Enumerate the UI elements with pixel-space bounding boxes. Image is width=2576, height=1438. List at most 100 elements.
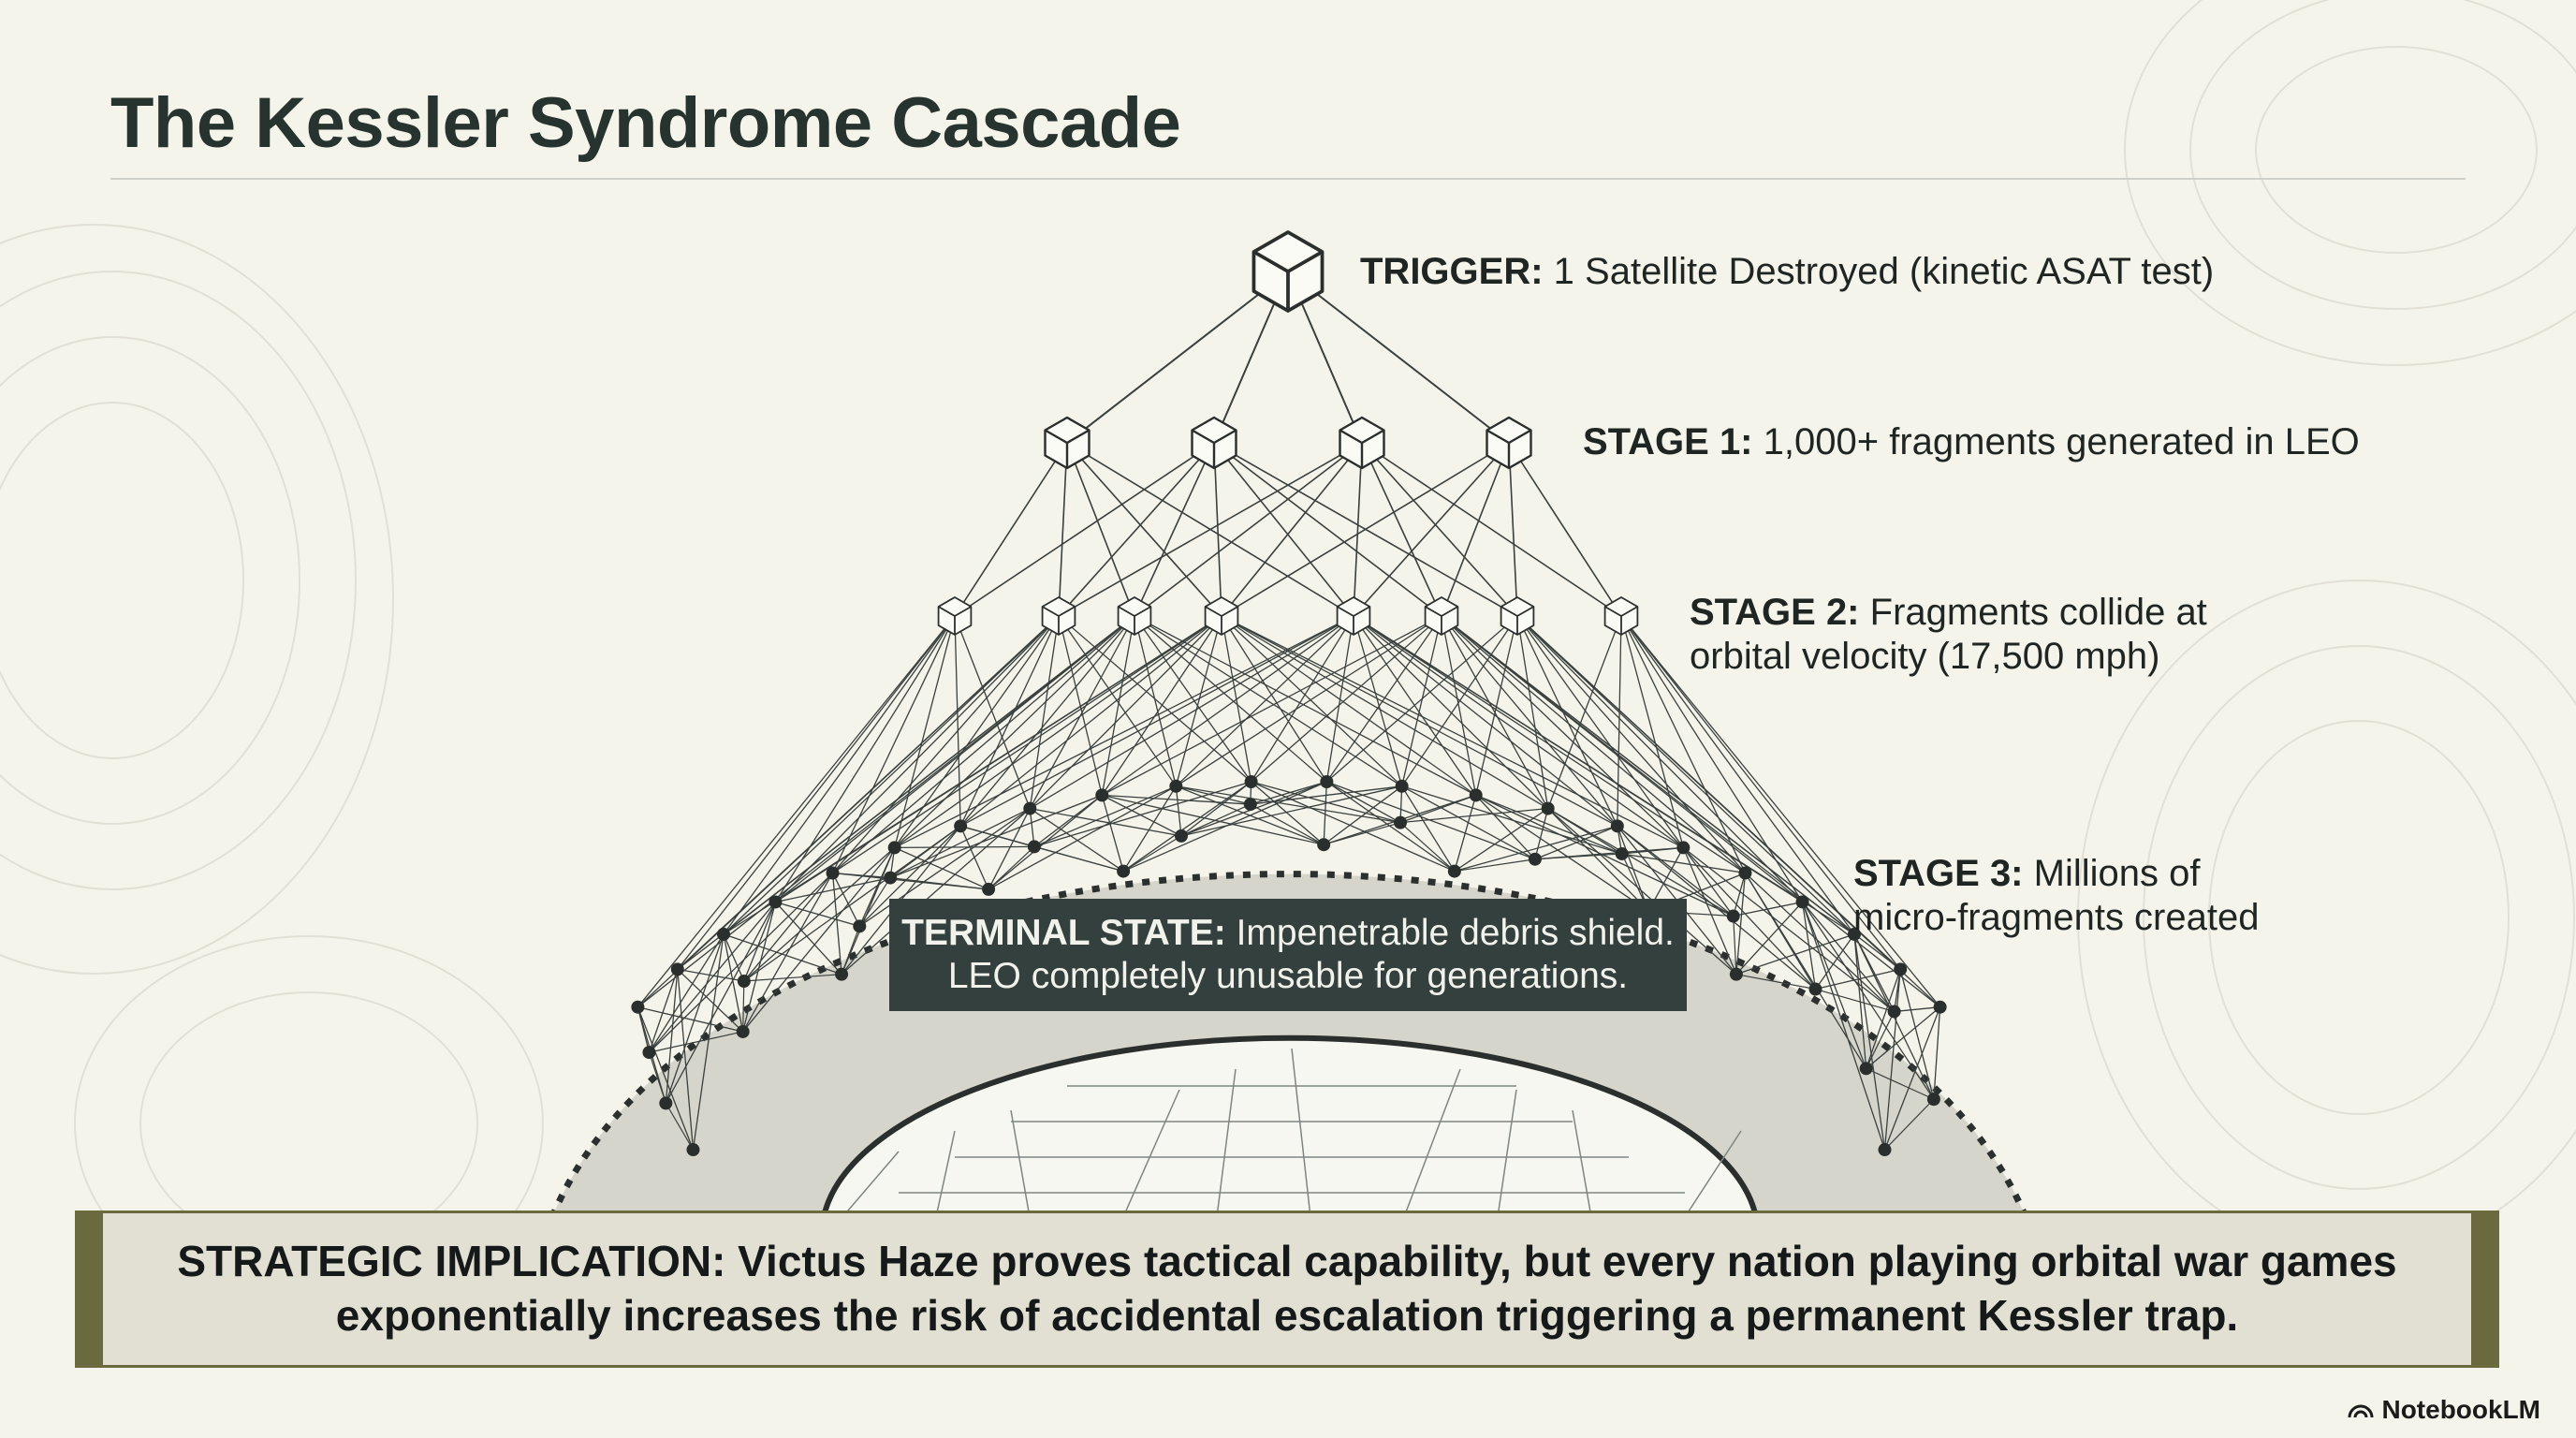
- network-link: [677, 968, 744, 1033]
- network-link: [1176, 785, 1401, 824]
- title-divider: [110, 178, 2466, 180]
- network-link: [1933, 1006, 1941, 1100]
- network-link: [894, 615, 1060, 848]
- network-link: [1682, 847, 1737, 975]
- network-link: [774, 615, 1060, 902]
- network-link: [1029, 615, 1222, 810]
- debris-node: [853, 919, 867, 933]
- debris-node: [686, 1143, 700, 1157]
- network-link: [1401, 615, 1518, 787]
- network-link: [1325, 615, 1354, 783]
- network-link: [1547, 808, 1649, 912]
- network-link: [1134, 615, 1327, 783]
- network-link: [1175, 615, 1354, 787]
- network-link: [1066, 442, 1135, 617]
- network-link: [1029, 615, 1135, 809]
- debris-node: [1894, 962, 1908, 976]
- network-link: [1401, 785, 1456, 872]
- network-link: [637, 1006, 695, 1151]
- debris-node: [1541, 801, 1555, 815]
- network-link: [1866, 1006, 1941, 1069]
- network-link: [723, 615, 1060, 935]
- network-link: [637, 1006, 743, 1033]
- stage2-line1: Fragments collide at: [1869, 592, 2207, 633]
- implication-line2: exponentially increases the risk of acci…: [335, 1291, 2239, 1340]
- network-link: [1498, 1089, 1517, 1211]
- network-link: [1213, 442, 1354, 617]
- network-link: [1744, 873, 1867, 1069]
- network-link: [1508, 442, 1518, 617]
- network-link: [1066, 271, 1289, 444]
- network-link: [1033, 785, 1177, 847]
- network-link: [1361, 442, 1518, 617]
- debris-node: [642, 1046, 656, 1060]
- debris-node: [1174, 829, 1188, 843]
- network-link: [959, 615, 1135, 827]
- network-link: [1399, 794, 1476, 824]
- network-link: [775, 901, 860, 927]
- terminal-heading: TERMINAL STATE:: [901, 913, 1226, 953]
- network-link: [1134, 442, 1215, 617]
- network-link: [858, 847, 896, 927]
- network-link: [889, 808, 1031, 879]
- network-link: [1122, 785, 1177, 872]
- network-link: [1745, 873, 1895, 1012]
- network-link: [1353, 615, 1618, 827]
- debris-node: [1676, 841, 1690, 855]
- debris-node: [737, 975, 751, 989]
- network-link: [1291, 1048, 1310, 1211]
- network-link: [1221, 615, 1549, 810]
- network-link: [1441, 615, 1618, 827]
- network-link: [723, 933, 745, 982]
- network-link: [1547, 808, 1734, 917]
- network-link: [1058, 615, 1177, 787]
- network-link: [1251, 781, 1325, 845]
- network-link: [1454, 795, 1477, 872]
- cube-icon: [1044, 416, 1090, 470]
- network-link: [774, 615, 956, 902]
- cube-icon: [1041, 596, 1076, 636]
- network-link: [1682, 846, 1817, 990]
- debris-node: [1615, 846, 1629, 860]
- network-link: [1326, 781, 1401, 824]
- network-link: [894, 615, 1222, 848]
- network-link: [1853, 933, 1886, 1151]
- cube-icon: [1191, 416, 1237, 470]
- network-link: [1101, 615, 1442, 796]
- network-link: [1401, 615, 1442, 786]
- network-link: [1180, 803, 1251, 837]
- network-link: [1101, 615, 1354, 796]
- network-link: [1475, 794, 1622, 855]
- network-link: [1180, 785, 1402, 837]
- network-link: [649, 873, 833, 1053]
- network-link: [1399, 822, 1456, 873]
- slide-title: The Kessler Syndrome Cascade: [110, 83, 1181, 163]
- network-link: [1682, 847, 1734, 917]
- network-link: [954, 442, 1215, 617]
- network-link: [1534, 853, 1622, 860]
- network-link: [1353, 615, 1684, 848]
- stage2-line2: orbital velocity (17,500 mph): [1690, 636, 2160, 677]
- terminal-line2: LEO completely unusable for generations.: [947, 956, 1629, 996]
- stage2-heading: STAGE 2:: [1690, 592, 1860, 633]
- debris-node: [1808, 982, 1822, 996]
- network-link: [1125, 1089, 1180, 1211]
- network-link: [1010, 1109, 1030, 1211]
- network-link: [648, 933, 724, 1053]
- network-link: [1516, 615, 1684, 848]
- network-link: [1733, 873, 1747, 917]
- network-link: [665, 902, 777, 1104]
- stage3-heading: STAGE 3:: [1853, 853, 2024, 894]
- network-link: [677, 615, 1060, 970]
- network-link: [1547, 615, 1622, 809]
- network-link: [648, 1051, 666, 1104]
- network-link: [648, 902, 776, 1053]
- network-link: [1325, 615, 1442, 783]
- cube-icon: [1204, 596, 1239, 636]
- network-link: [831, 873, 860, 927]
- network-link: [1441, 615, 1477, 796]
- network-link: [1884, 1098, 1935, 1151]
- network-link: [1251, 615, 1442, 783]
- network-link: [1066, 442, 1222, 617]
- debris-node: [1795, 895, 1809, 909]
